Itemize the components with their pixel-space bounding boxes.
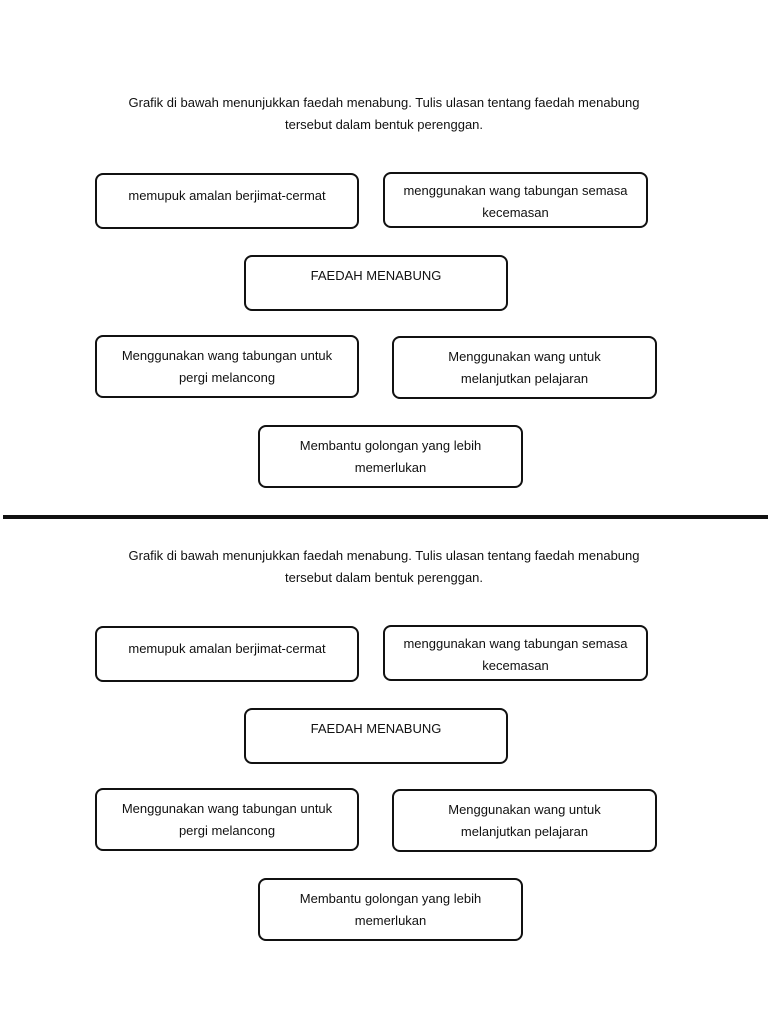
box-travel: Menggunakan wang tabungan untuk pergi me… [95, 335, 359, 398]
box-text: Menggunakan wang tabungan untuk [121, 348, 333, 363]
box-text: memerlukan [354, 913, 427, 928]
instruction-line-1: Grafik di bawah menunjukkan faedah menab… [128, 548, 640, 563]
box-travel: Menggunakan wang tabungan untuk pergi me… [95, 788, 359, 851]
instruction-line-2: tersebut dalam bentuk perenggan. [284, 570, 484, 585]
instruction-text: Grafik di bawah menunjukkan faedah menab… [84, 92, 684, 136]
box-text: kecemasan [482, 658, 549, 673]
box-text: Membantu golongan yang lebih [299, 891, 482, 906]
box-text: Membantu golongan yang lebih [299, 438, 482, 453]
box-text: Menggunakan wang untuk [448, 802, 601, 817]
box-text: memerlukan [354, 460, 427, 475]
box-text: memupuk amalan berjimat-cermat [128, 188, 326, 203]
box-text: melanjutkan pelajaran [460, 371, 589, 386]
box-text: FAEDAH MENABUNG [310, 721, 442, 736]
section-divider [3, 515, 768, 519]
instruction-line-1: Grafik di bawah menunjukkan faedah menab… [128, 95, 640, 110]
box-text: FAEDAH MENABUNG [310, 268, 442, 283]
box-text: pergi melancong [178, 370, 276, 385]
box-help-needy: Membantu golongan yang lebih memerlukan [258, 878, 523, 941]
box-text: Menggunakan wang untuk [448, 349, 601, 364]
box-text: melanjutkan pelajaran [460, 824, 589, 839]
box-help-needy: Membantu golongan yang lebih memerlukan [258, 425, 523, 488]
worksheet-section-top: Grafik di bawah menunjukkan faedah menab… [0, 0, 768, 488]
box-text: pergi melancong [178, 823, 276, 838]
box-text: menggunakan wang tabungan semasa [403, 183, 628, 198]
box-education: Menggunakan wang untuk melanjutkan pelaj… [392, 789, 657, 852]
worksheet-section-bottom: Grafik di bawah menunjukkan faedah menab… [0, 453, 768, 941]
box-emergency: menggunakan wang tabungan semasa kecemas… [383, 625, 648, 681]
box-text: Menggunakan wang tabungan untuk [121, 801, 333, 816]
box-saving-habit: memupuk amalan berjimat-cermat [95, 626, 359, 682]
box-text: memupuk amalan berjimat-cermat [128, 641, 326, 656]
box-saving-habit: memupuk amalan berjimat-cermat [95, 173, 359, 229]
box-emergency: menggunakan wang tabungan semasa kecemas… [383, 172, 648, 228]
instruction-text: Grafik di bawah menunjukkan faedah menab… [84, 545, 684, 589]
box-text: kecemasan [482, 205, 549, 220]
instruction-line-2: tersebut dalam bentuk perenggan. [284, 117, 484, 132]
box-center-topic: FAEDAH MENABUNG [244, 255, 508, 311]
box-text: menggunakan wang tabungan semasa [403, 636, 628, 651]
box-center-topic: FAEDAH MENABUNG [244, 708, 508, 764]
box-education: Menggunakan wang untuk melanjutkan pelaj… [392, 336, 657, 399]
